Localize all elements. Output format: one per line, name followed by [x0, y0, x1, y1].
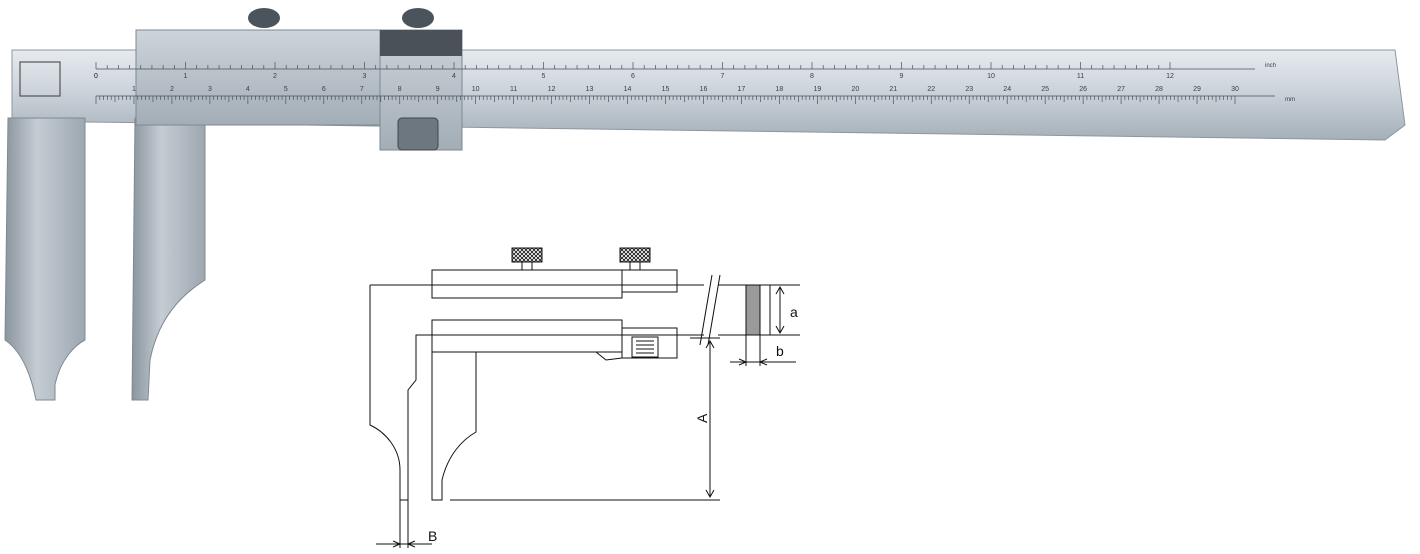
diagram-fine-wheel-ribs [636, 340, 654, 354]
diagram-upper-fine [621, 269, 678, 293]
mm-tick-label: 12 [548, 86, 556, 93]
break-mark-1 [699, 274, 713, 346]
mm-tick-label: 28 [1155, 86, 1163, 93]
inch-tick-label: 0 [94, 73, 98, 80]
diagram-screw-1 [511, 247, 543, 263]
diagram-lower-slider [431, 319, 623, 353]
diagram-lower-fine [621, 327, 678, 359]
mm-tick-label: 14 [624, 86, 632, 93]
mm-tick-label: 3 [208, 86, 212, 93]
inch-tick-label: 3 [363, 73, 367, 80]
dim-label-b: b [776, 343, 784, 359]
diagram-screw-2 [619, 247, 651, 263]
dim-label-a: a [790, 304, 798, 320]
mm-unit-label: mm [1285, 97, 1295, 103]
mm-tick-label: 6 [322, 86, 326, 93]
mm-tick-label: 4 [246, 86, 250, 93]
dim-b-arrows [738, 358, 768, 366]
diagram-screw-2-stem [629, 261, 641, 271]
mm-tick-label: 26 [1079, 86, 1087, 93]
dim-b-line [730, 335, 796, 366]
locking-screw-2 [402, 8, 434, 28]
mm-tick-label: 11 [510, 86, 517, 93]
fine-adjust-dark-top [380, 30, 462, 56]
mm-tick-label: 20 [851, 86, 859, 93]
mm-tick-label: 21 [889, 86, 897, 93]
dim-B-line [376, 500, 432, 548]
mm-tick-label: 10 [472, 86, 480, 93]
inch-tick-label: 6 [631, 73, 635, 80]
mm-tick-label: 9 [436, 86, 440, 93]
inch-tick-label: 4 [452, 73, 456, 80]
diagram-fine-wheel [631, 336, 659, 358]
mm-tick-label: 17 [738, 86, 746, 93]
mm-tick-label: 1 [132, 86, 136, 93]
dim-A-line [450, 337, 720, 501]
inch-tick-label: 2 [273, 73, 277, 80]
dim-B-arrows [392, 540, 416, 548]
mm-tick-label: 24 [1003, 86, 1011, 93]
mm-tick-label: 18 [776, 86, 784, 93]
break-mark-2 [707, 274, 721, 346]
gauge-section [745, 284, 761, 336]
dim-label-B: B [428, 528, 437, 544]
fine-adjust-wheel [397, 117, 439, 151]
fixed-jaw [4, 117, 86, 401]
dim-a-line [770, 284, 800, 336]
mm-tick-label: 23 [965, 86, 973, 93]
diagram-slider-tail [595, 351, 623, 361]
mm-tick-label: 25 [1041, 86, 1049, 93]
locking-screw-1 [248, 8, 280, 28]
mm-tick-label: 16 [700, 86, 708, 93]
diagram-sliding-jaw [431, 340, 477, 501]
inch-tick-label: 10 [987, 73, 995, 80]
inch-unit-label: inch [1265, 63, 1276, 69]
sliding-jaw [131, 117, 206, 401]
mm-tick-label: 22 [927, 86, 935, 93]
inch-tick-label: 11 [1077, 73, 1084, 80]
mm-zero-label: 0 [94, 73, 98, 80]
mm-tick-label: 27 [1117, 86, 1125, 93]
diagram-beam [369, 284, 704, 501]
dim-a-arrows [775, 285, 785, 335]
inch-tick-label: 5 [542, 73, 546, 80]
logo-badge [19, 61, 61, 97]
main-slider [135, 29, 381, 126]
dim-A-arrows [705, 339, 715, 499]
diagram-upper-slider [431, 269, 623, 299]
mm-tick-label: 15 [662, 86, 670, 93]
mm-tick-label: 5 [284, 86, 288, 93]
inch-tick-label: 7 [721, 73, 725, 80]
mm-tick-label: 13 [586, 86, 594, 93]
diagram-screw-1-stem [521, 261, 533, 271]
mm-tick-label: 29 [1193, 86, 1201, 93]
inch-tick-label: 8 [810, 73, 814, 80]
mm-tick-label: 7 [360, 86, 364, 93]
diagram-beam-right [718, 284, 771, 336]
caliper-diagram [369, 247, 800, 548]
dim-label-A: A [694, 413, 710, 423]
inch-tick-label: 12 [1166, 73, 1174, 80]
mm-tick-label: 2 [170, 86, 174, 93]
inch-tick-label: 9 [900, 73, 904, 80]
mm-tick-label: 30 [1231, 86, 1239, 93]
inch-tick-label: 1 [184, 73, 188, 80]
mm-tick-label: 19 [813, 86, 821, 93]
mm-tick-label: 8 [398, 86, 402, 93]
